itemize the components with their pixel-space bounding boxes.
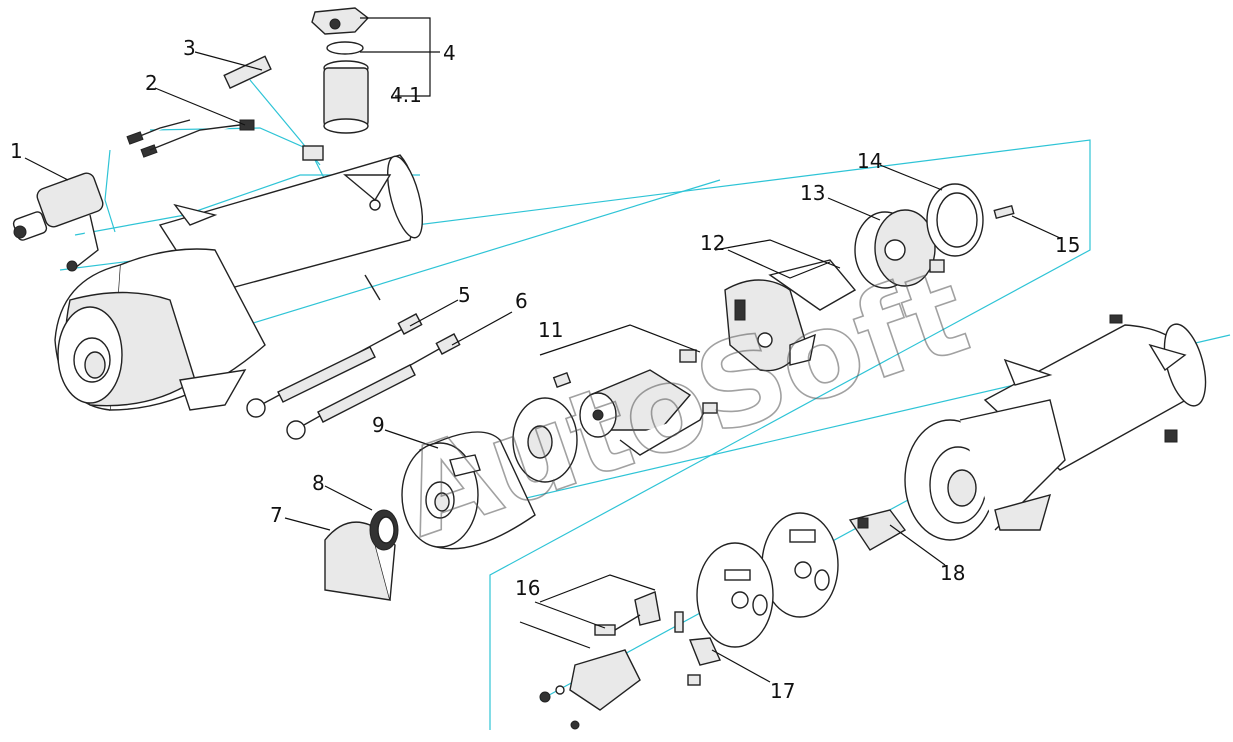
callout-5: 5 [458,283,471,307]
part-12-control-unit [724,259,857,372]
blower-impeller [512,397,578,483]
part-2-3-cable-sensor [126,55,324,161]
part-1-fuel-valve [12,172,104,272]
callout-11: 11 [538,318,563,342]
callout-4: 4 [443,41,456,65]
callout-labels: 1 2 3 4 4.1 5 6 7 8 9 11 12 13 14 15 16 … [10,36,1080,703]
part-14-gasket [926,183,984,257]
callout-leaders [24,17,1061,683]
callout-12: 12 [700,231,725,255]
heater-assembly [54,154,424,411]
part-13-cover [854,209,945,289]
callout-9: 9 [372,413,385,437]
part-5-6-braided-lines [246,313,461,440]
part-8-seal [369,509,399,551]
callout-1: 1 [10,139,23,163]
callout-7: 7 [270,503,283,527]
callout-6: 6 [515,289,528,313]
part-18-sensor [848,509,907,551]
part-15-screw [993,204,1015,220]
callout-15: 15 [1055,233,1080,257]
callout-2: 2 [145,71,158,95]
callout-8: 8 [312,471,325,495]
callout-16: 16 [515,576,540,600]
part-16-burner-parts [539,591,684,730]
callout-14: 14 [857,149,882,173]
callout-3: 3 [183,36,196,60]
part-4-fuel-filter [311,7,370,134]
gasket-plates [696,512,839,648]
part-17-clamp [687,637,721,686]
callout-18: 18 [940,561,965,585]
heat-exchanger [904,314,1207,541]
callout-4-1: 4.1 [390,83,422,107]
callout-17: 17 [770,679,795,703]
part-11-blower-motor [539,324,718,456]
callout-13: 13 [800,181,825,205]
part-9-blower-housing [401,431,536,550]
